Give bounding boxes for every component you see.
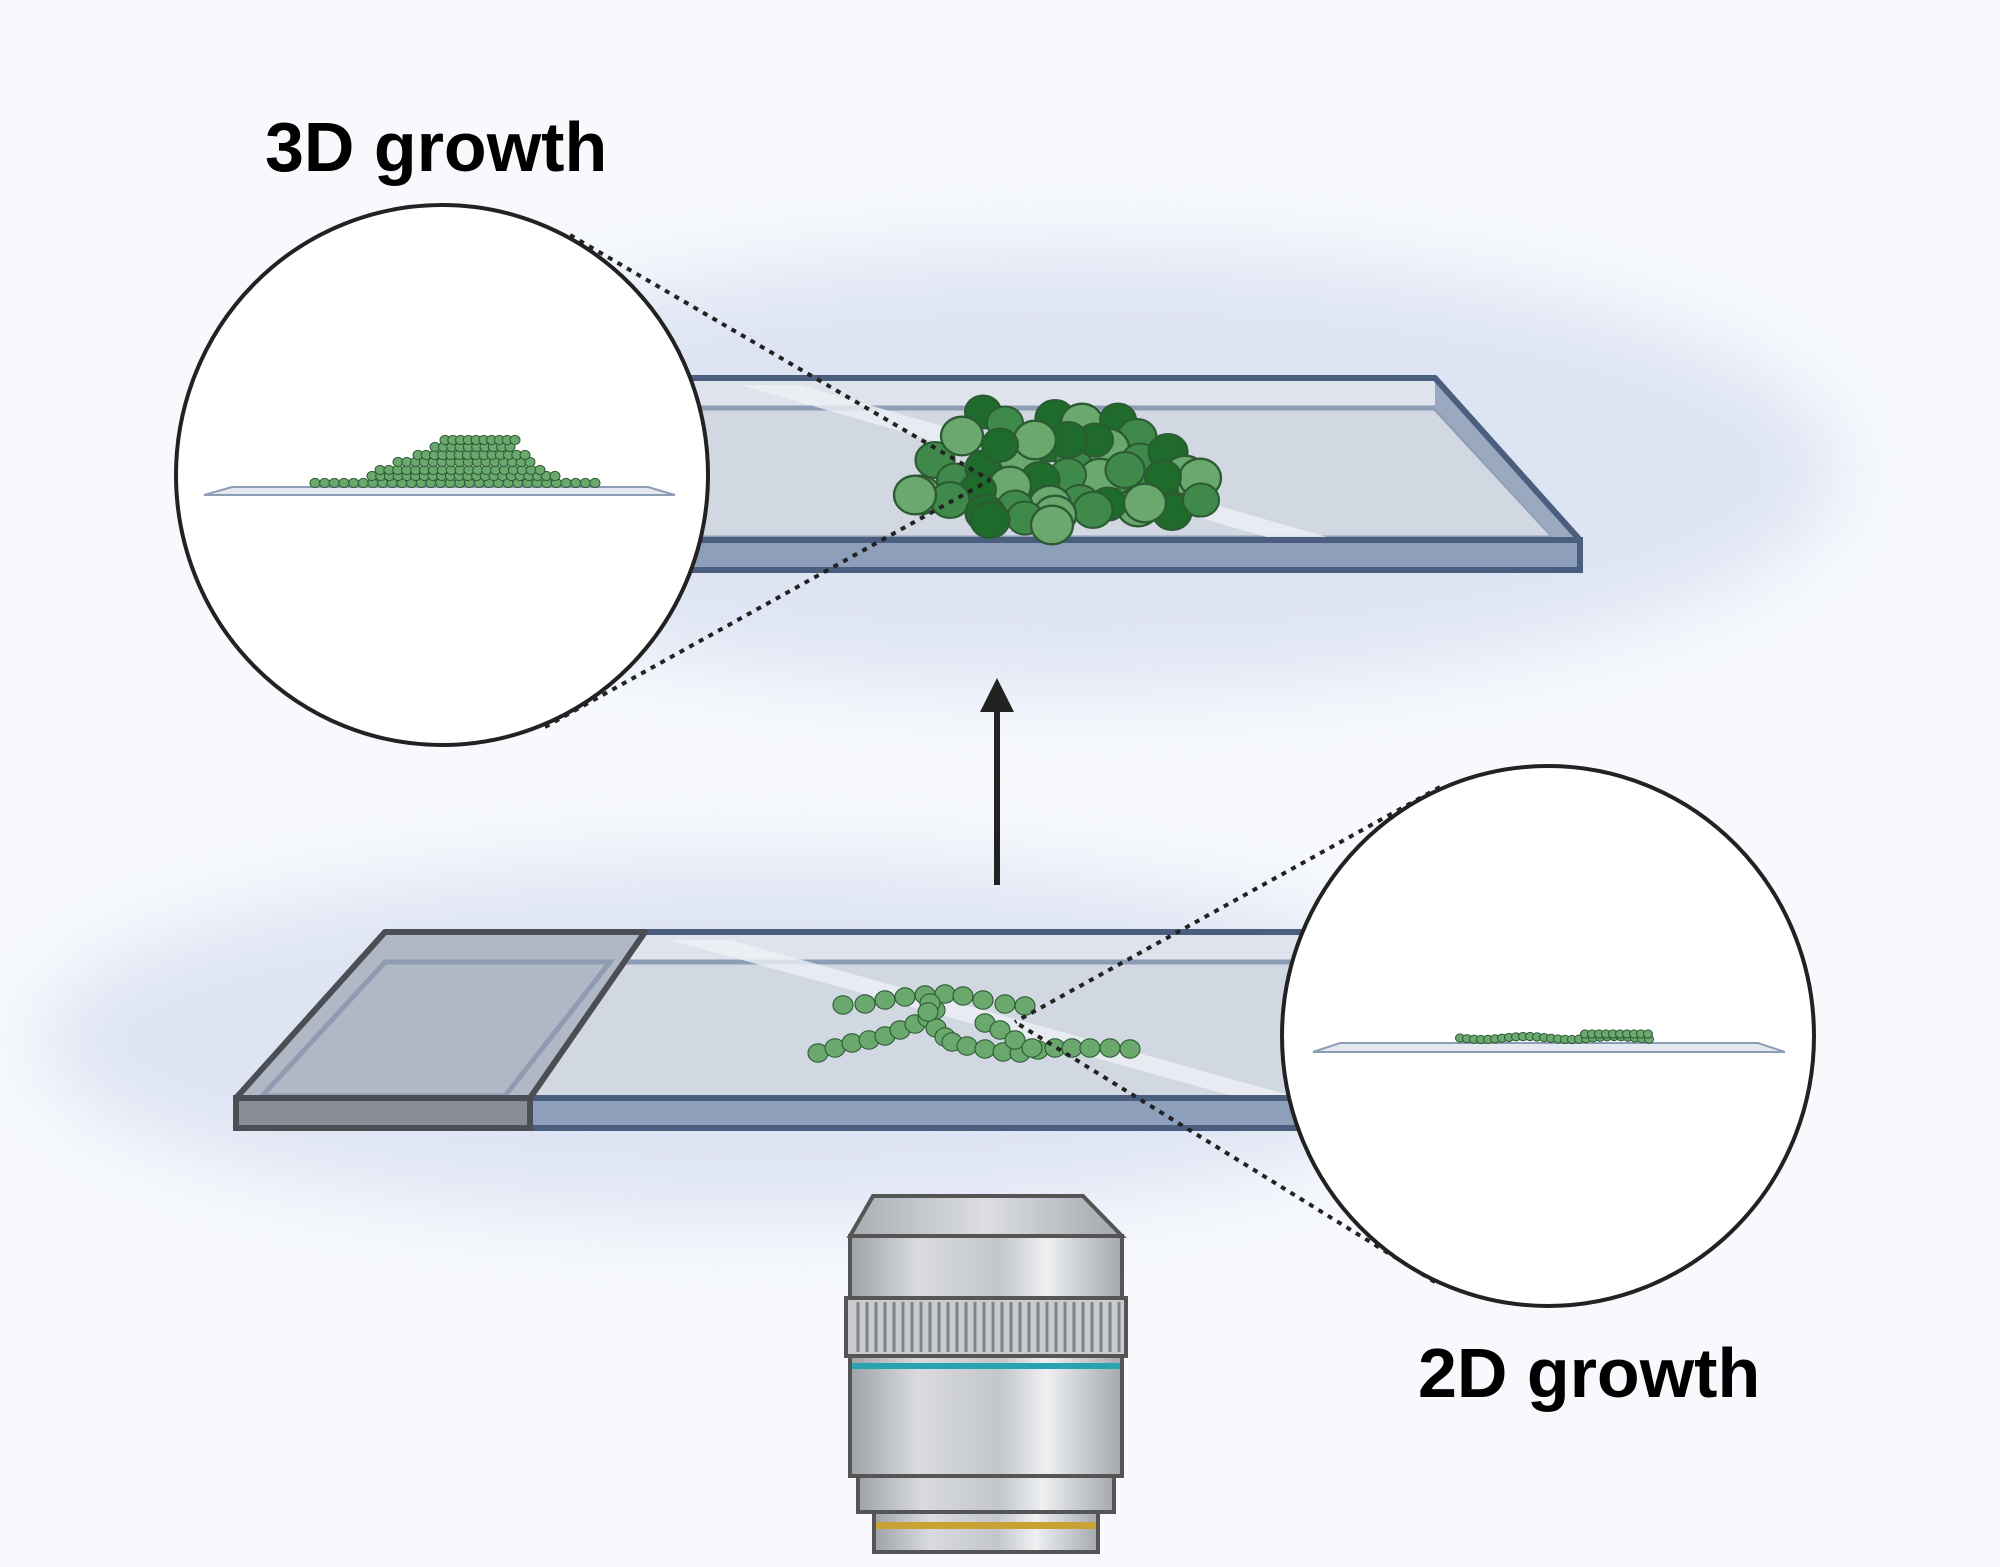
zoom-line-3d-top bbox=[568, 233, 992, 482]
cell bbox=[989, 1020, 1011, 1040]
cell bbox=[1061, 1038, 1083, 1058]
zoom-line-3d-bottom bbox=[544, 478, 991, 729]
cell bbox=[1029, 504, 1075, 546]
cell bbox=[956, 1036, 978, 1056]
zoom-circle-3d bbox=[174, 203, 992, 747]
frosted-end-top bbox=[236, 932, 645, 1098]
top-slide-front-face bbox=[545, 537, 1583, 573]
cell bbox=[549, 470, 561, 482]
cell bbox=[952, 986, 974, 1006]
cell bbox=[874, 990, 896, 1010]
cell bbox=[1119, 1039, 1141, 1059]
zoom-2d-cells bbox=[1455, 1029, 1654, 1045]
cell bbox=[1099, 1038, 1121, 1058]
cell bbox=[854, 994, 876, 1014]
cell bbox=[939, 415, 985, 457]
cell bbox=[894, 987, 916, 1007]
cell bbox=[1079, 1038, 1101, 1058]
cell bbox=[1182, 482, 1220, 518]
cell bbox=[1643, 1029, 1653, 1039]
cell bbox=[994, 994, 1016, 1014]
objective-knurling bbox=[856, 1302, 1121, 1352]
objective-tip bbox=[872, 1510, 1100, 1554]
cell bbox=[892, 474, 938, 516]
cell bbox=[1012, 419, 1058, 461]
objective-teal-ring bbox=[852, 1363, 1120, 1369]
cell bbox=[981, 427, 1019, 463]
cell bbox=[570, 477, 582, 489]
cell bbox=[357, 477, 369, 489]
cell bbox=[974, 1039, 996, 1059]
cell bbox=[972, 990, 994, 1010]
cell bbox=[534, 464, 546, 476]
objective-gold-ring bbox=[876, 1522, 1096, 1529]
cell bbox=[1104, 450, 1146, 490]
top-slide-outline bbox=[548, 375, 1583, 543]
cell bbox=[519, 449, 531, 461]
cell bbox=[1004, 1030, 1026, 1050]
zoom-2d-slide-line bbox=[1312, 1042, 1786, 1053]
cell bbox=[1021, 1038, 1043, 1058]
zoom-line-2d-bottom bbox=[1013, 1020, 1437, 1284]
cell bbox=[832, 995, 854, 1015]
cell bbox=[348, 477, 360, 489]
cell bbox=[589, 477, 601, 489]
label-3d-growth: 3D growth bbox=[265, 108, 608, 186]
zoom-3d-slide-line bbox=[203, 486, 676, 496]
cell bbox=[917, 1002, 939, 1022]
cell bbox=[509, 434, 521, 446]
objective-cap bbox=[846, 1194, 1127, 1238]
cell bbox=[1072, 490, 1114, 530]
bottom-slide bbox=[233, 929, 1333, 1131]
zoom-3d-cells bbox=[309, 434, 601, 489]
objective-barrel bbox=[848, 1354, 1124, 1478]
label-2d-growth: 2D growth bbox=[1418, 1334, 1761, 1412]
cell bbox=[560, 477, 572, 489]
zoom-circle-2d bbox=[1013, 764, 1816, 1308]
cell-cluster-3d bbox=[892, 394, 1223, 546]
frosted-end-front bbox=[233, 1095, 533, 1131]
objective-lower-barrel bbox=[856, 1474, 1116, 1514]
cell bbox=[338, 477, 350, 489]
cell bbox=[579, 477, 591, 489]
arrow-up-icon bbox=[980, 678, 1014, 885]
cell bbox=[969, 500, 1011, 540]
cell bbox=[328, 477, 340, 489]
cell bbox=[1122, 482, 1168, 524]
zoom-line-2d-top bbox=[1014, 785, 1441, 1024]
frosted-end-outline bbox=[233, 929, 648, 1101]
cell bbox=[309, 477, 321, 489]
microscope-objective-icon bbox=[844, 1194, 1128, 1554]
cell bbox=[524, 456, 536, 468]
cell bbox=[319, 477, 331, 489]
